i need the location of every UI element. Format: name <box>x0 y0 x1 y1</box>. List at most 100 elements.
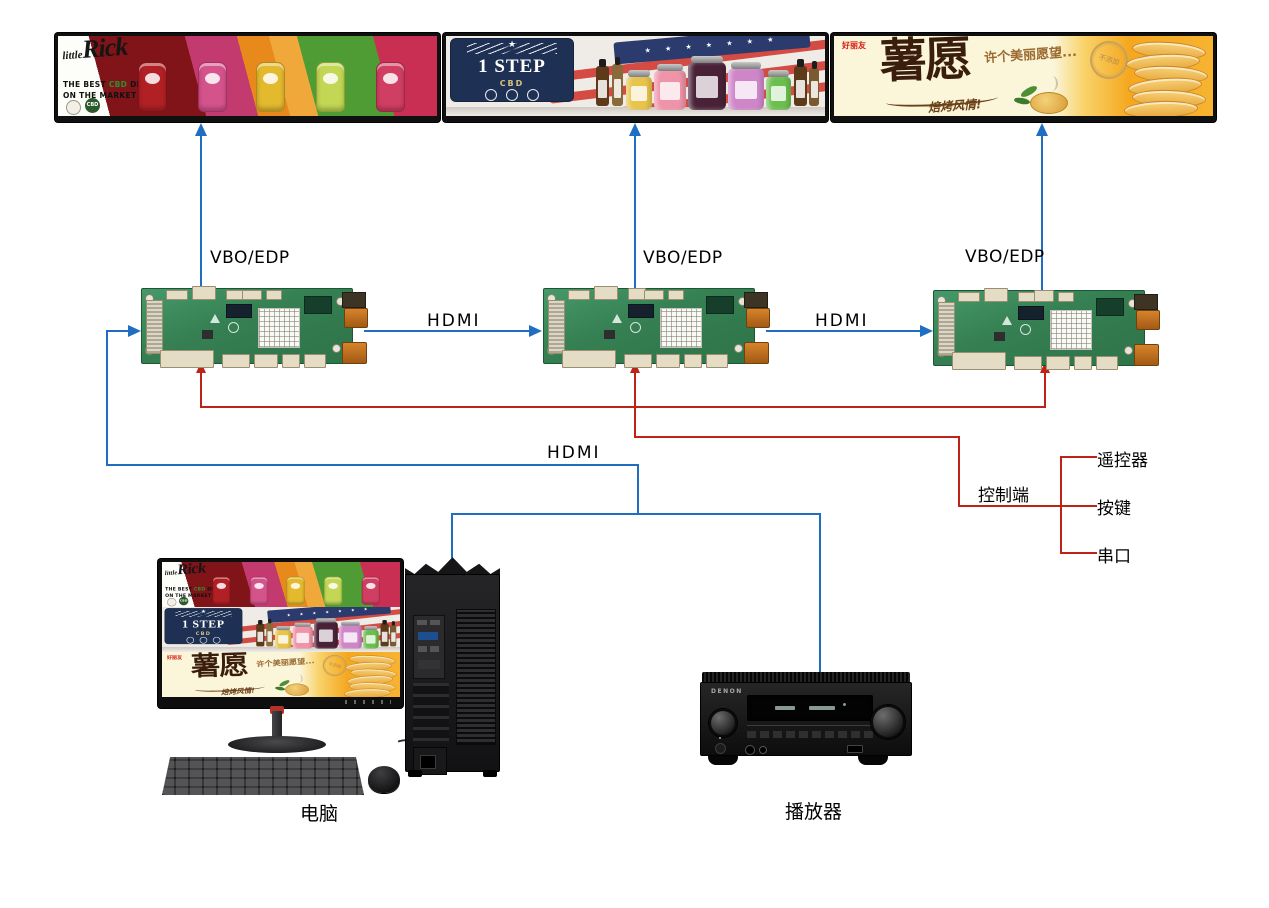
tagline-cbd: CBD <box>108 80 128 89</box>
remote-branch-line <box>1060 456 1097 458</box>
bottom-connector <box>1014 356 1042 370</box>
no-additive-stamp: 不添加 <box>319 652 350 679</box>
receiver-front-panel: DENON <box>700 682 912 756</box>
drink-can <box>376 62 405 112</box>
tincture-bottle <box>380 619 389 647</box>
top-connector <box>668 290 684 300</box>
leaf-icon <box>274 686 286 692</box>
gummy-jar <box>292 622 313 649</box>
serial-branch-line <box>1060 552 1097 554</box>
no-additive-stamp: 不添加 <box>1085 36 1133 84</box>
buttons-label: 按键 <box>1097 499 1131 519</box>
hdmi-arrow-board2 <box>529 325 542 337</box>
panel-seam <box>747 725 873 726</box>
dc-jack <box>744 292 768 308</box>
heatsink <box>660 308 702 348</box>
warning-silkscreen <box>612 314 622 323</box>
one-step-brand: 1 STEP <box>478 56 546 77</box>
steam-icon <box>1046 76 1058 91</box>
hdmi-cable-board2-board3 <box>766 330 920 332</box>
bottom-connector <box>254 354 278 368</box>
bottom-connector <box>282 354 300 368</box>
banner-shu-yuan: 好丽友 薯愿 许个美丽愿望... 焙烤风情! 不添加 <box>162 652 400 697</box>
tower-expansion-slots <box>413 683 449 741</box>
top-connector <box>266 290 282 300</box>
spray-bottle <box>612 57 623 106</box>
tagline-line2: ON THE MARKET <box>63 90 137 100</box>
monitor-stand-accent <box>270 706 284 714</box>
little-rick-logo: littleRick <box>164 562 207 578</box>
brand-prefix: little <box>164 569 178 577</box>
bar-display-1: littleRick THE BEST CBD DRINK ON THE MAR… <box>55 33 440 122</box>
emblem-star-icon: ★ <box>507 40 517 50</box>
shelf-floor <box>446 107 825 116</box>
lvds-connector <box>938 302 955 356</box>
cert-badges <box>165 636 242 644</box>
one-step-panel: ★ 1 STEP CBD <box>164 608 243 645</box>
bottom-connector <box>706 354 728 368</box>
drink-can <box>212 576 231 605</box>
controller-board-2 <box>540 282 770 374</box>
memory-chip <box>706 296 734 314</box>
vbo-cable-3 <box>1041 135 1043 290</box>
emblem-star-icon: ★ <box>200 609 206 615</box>
power-button <box>715 743 726 754</box>
orion-logo: 好丽友 <box>167 654 183 660</box>
brand-prefix: little <box>62 48 83 63</box>
small-ic <box>202 330 213 339</box>
dc-jack <box>1134 294 1158 310</box>
tagline-line2: ON THE MARKET <box>165 592 212 598</box>
remote-control-label: 遥控器 <box>1097 451 1148 471</box>
controller-board-3 <box>930 284 1160 376</box>
vbo-edp-connector <box>192 286 216 300</box>
receiver-foot <box>858 756 888 765</box>
vbo-edp-label-3: VBO/EDP <box>965 247 1045 267</box>
top-connector <box>644 290 664 300</box>
receiver-brand: DENON <box>711 688 743 695</box>
monitor-buttons <box>345 700 391 704</box>
serial-port-label: 串口 <box>1097 547 1131 567</box>
front-hdmi-port <box>847 745 863 753</box>
volume-knob <box>871 705 905 739</box>
coconut-icon <box>66 100 81 115</box>
vbo-edp-connector <box>1034 290 1054 302</box>
bottom-connector <box>656 354 680 368</box>
shu-yuan-title: 薯愿 <box>190 652 248 683</box>
scaler-chip <box>628 304 654 318</box>
coconut-icon <box>167 598 177 607</box>
control-riser-board3 <box>1044 371 1046 408</box>
hdmi-in-port <box>342 342 367 364</box>
vbo-arrow-1 <box>195 123 207 136</box>
one-step-panel: ★ 1 STEP CBD <box>450 38 574 102</box>
drink-can <box>198 62 227 112</box>
tower-vent-grill <box>456 609 496 745</box>
cbd-badge: CBD <box>178 596 189 606</box>
drink-can <box>324 576 343 605</box>
bottom-connector <box>222 354 250 368</box>
hdmi-source-label: HDMI <box>547 443 601 463</box>
monitor-banner-little-rick: littleRick THE BEST CBD DRINK ON THE MAR… <box>162 562 400 607</box>
hdmi-label-1: HDMI <box>427 311 481 331</box>
hdmi-arrow-board1 <box>128 325 141 337</box>
hdmi-arrow-board3 <box>920 325 933 337</box>
drink-can <box>361 576 380 605</box>
bottom-connector <box>684 354 702 368</box>
pc-tower <box>405 556 500 778</box>
banner-little-rick: littleRick THE BEST CBD DRINK ON THE MAR… <box>58 36 437 116</box>
scaler-chip <box>226 304 252 318</box>
control-riser-board2 <box>634 371 636 438</box>
silkscreen-mark <box>630 322 641 333</box>
steam-icon <box>295 674 303 683</box>
power-led <box>719 737 721 739</box>
banner-shu-yuan: 好丽友 薯愿 许个美丽愿望... 焙烤风情! 不添加 <box>834 36 1213 116</box>
drink-can <box>138 62 167 112</box>
gummy-jar <box>654 64 686 110</box>
leaf-icon <box>1013 96 1031 106</box>
hdmi-player-drop <box>819 513 821 675</box>
heatsink <box>1050 310 1092 350</box>
keyboard <box>162 757 364 795</box>
tincture-bottle <box>596 59 609 106</box>
hdmi-cable-into-board1 <box>106 330 128 332</box>
gummy-jar <box>275 626 292 649</box>
monitor-screen: littleRick THE BEST CBD DRINK ON THE MAR… <box>162 562 400 697</box>
